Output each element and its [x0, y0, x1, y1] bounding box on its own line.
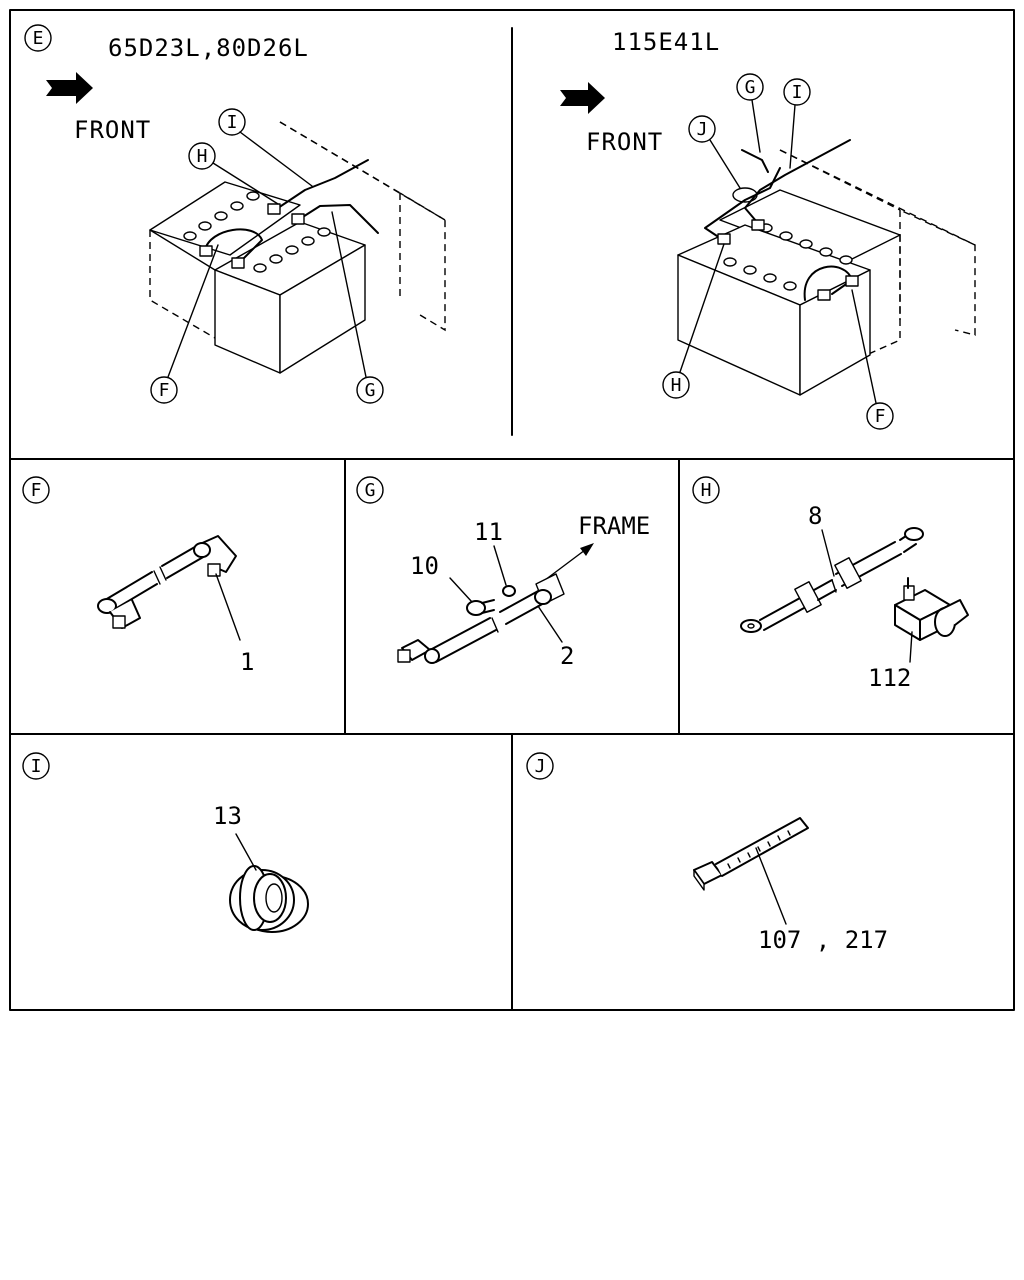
washer-icon [502, 585, 516, 597]
part-number-107-217: 107 , 217 [758, 926, 888, 954]
part-number-2: 2 [560, 642, 574, 670]
callout-G-right: G [736, 73, 764, 153]
grommet-icon [229, 865, 309, 933]
frame-H: H 8 112 [692, 476, 969, 692]
battery-front-left [183, 191, 366, 374]
frame-rail-left [279, 121, 446, 332]
callout-I-right: I [783, 78, 811, 169]
frame-tag-I: I [22, 752, 50, 780]
part-number-10: 10 [410, 552, 439, 580]
battery-terminal-clamp-icon [894, 577, 969, 641]
frame-tag-F: F [22, 476, 50, 504]
frame-direction-label: FRAME [578, 512, 650, 540]
frame-E-right: 115E41L FRONT [560, 28, 976, 430]
frame-F: F 1 [22, 476, 254, 676]
frame-arrow-icon [544, 543, 594, 581]
leader-line [909, 631, 913, 663]
frame-tag-H: H [692, 476, 720, 504]
svg-text:J: J [535, 756, 546, 777]
front-label-left: FRONT [74, 116, 151, 144]
svg-text:H: H [701, 480, 712, 501]
callout-H-right: H [662, 243, 725, 399]
front-arrow-icon [46, 72, 93, 104]
callout-J-right: J [688, 115, 741, 189]
svg-text:G: G [745, 77, 756, 98]
part-number-8: 8 [808, 502, 822, 530]
frame-I: I 13 [22, 752, 309, 933]
svg-text:G: G [365, 380, 376, 401]
frame-grid [9, 9, 1015, 1011]
battery-cables-left [199, 159, 379, 269]
frame-tag-G: G [356, 476, 384, 504]
callout-F-right: F [851, 289, 894, 430]
svg-text:J: J [697, 119, 708, 140]
part-number-11: 11 [474, 518, 503, 546]
model-label-left: 65D23L,80D26L [108, 34, 309, 62]
leader-line [493, 545, 507, 586]
model-label-right: 115E41L [612, 28, 720, 56]
leader-line [215, 573, 241, 641]
frame-J: J 107 , 217 [526, 752, 888, 954]
callout-G-left: G [331, 211, 384, 404]
battery-cable-with-terminal-icon [740, 527, 924, 633]
svg-text:I: I [31, 756, 42, 777]
leader-line [235, 833, 257, 871]
svg-text:F: F [159, 380, 170, 401]
svg-text:I: I [227, 112, 238, 133]
bolt-icon [466, 599, 495, 616]
callout-F-left: F [150, 244, 219, 404]
svg-text:F: F [875, 406, 886, 427]
svg-text:H: H [671, 375, 682, 396]
svg-text:G: G [365, 480, 376, 501]
leader-line [821, 529, 835, 577]
svg-text:I: I [792, 82, 803, 103]
svg-text:H: H [197, 146, 208, 167]
callout-H-left: H [188, 142, 279, 205]
part-number-1: 1 [240, 648, 254, 676]
leader-line [449, 577, 473, 603]
svg-text:E: E [33, 28, 44, 49]
frame-E-left: E 65D23L,80D26L FRONT [24, 24, 446, 404]
callout-I-left: I [218, 108, 313, 187]
frame-tag-J: J [526, 752, 554, 780]
front-label-right: FRONT [586, 128, 663, 156]
battery-connector-cable-icon [97, 535, 237, 629]
battery-cables-right [704, 139, 859, 301]
svg-text:F: F [31, 480, 42, 501]
front-arrow-icon [560, 82, 605, 114]
frame-G: G FRAME 10 11 2 [356, 476, 650, 670]
part-number-13: 13 [213, 802, 242, 830]
part-number-112: 112 [868, 664, 911, 692]
leader-line [537, 605, 563, 643]
frame-tag-E: E [24, 24, 52, 52]
leader-line [755, 847, 787, 925]
cable-tie-icon [693, 817, 809, 891]
frame-ground-cable-icon [397, 573, 565, 664]
